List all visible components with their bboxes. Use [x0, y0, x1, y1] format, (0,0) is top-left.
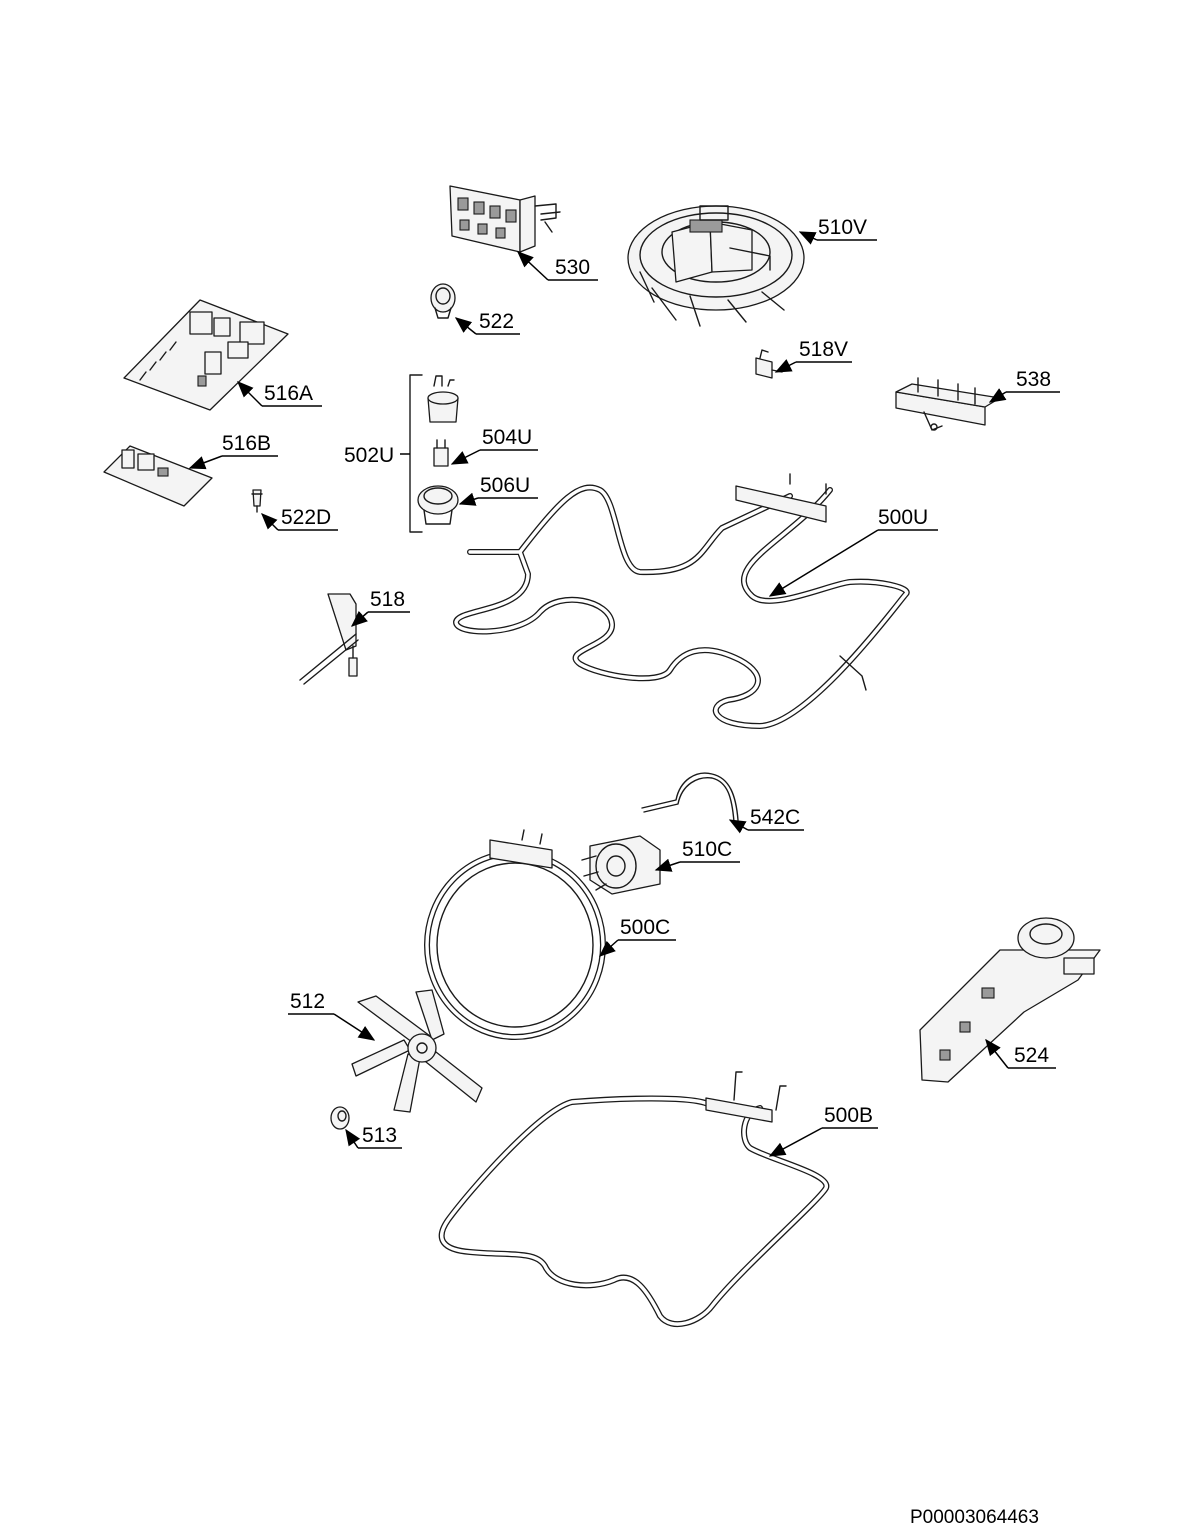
part-506U-lamp-cover: [417, 485, 459, 525]
part-510C-fan-motor: [581, 835, 661, 895]
part-530-terminal-block: [449, 185, 561, 253]
part-513-nut: [330, 1106, 350, 1130]
part-542C-wire-clip: [641, 772, 739, 823]
callout-502U: 502U: [344, 444, 394, 467]
callout-516B: 516B: [222, 432, 271, 455]
callout-500U: 500U: [878, 506, 928, 529]
callout-542C: 542C: [750, 806, 800, 829]
part-500B-bottom-heating-element: [438, 1071, 830, 1328]
part-502U-bracket: [409, 374, 423, 533]
part-524-programmer: [919, 917, 1101, 1083]
callout-530: 530: [555, 256, 590, 279]
callout-516A: 516A: [264, 382, 313, 405]
part-522D-clip: [251, 489, 263, 513]
callout-512: 512: [290, 990, 325, 1013]
callout-522D: 522D: [281, 506, 331, 529]
part-lamp-holder: [427, 375, 459, 423]
part-516A-control-board: [123, 299, 289, 411]
part-518-sensor-probe: [299, 593, 359, 685]
callout-513: 513: [362, 1124, 397, 1147]
callout-524: 524: [1014, 1044, 1049, 1067]
part-516B-control-board: [103, 445, 213, 507]
part-504U-connector: [433, 439, 449, 467]
callout-522: 522: [479, 310, 514, 333]
callout-504U: 504U: [482, 426, 532, 449]
part-522-small-cap: [430, 283, 456, 319]
callout-500C: 500C: [620, 916, 670, 939]
callout-506U: 506U: [480, 474, 530, 497]
callout-510V: 510V: [818, 216, 867, 239]
leader-lines: [188, 231, 1060, 1157]
callout-510C: 510C: [682, 838, 732, 861]
part-518V-thermostat-bracket: [755, 349, 783, 379]
part-500C-circular-heating-element: [424, 829, 606, 1040]
callout-labels: 530 510V 522 518V 516A 538 502U 504U 516…: [222, 216, 1051, 1147]
callout-518V: 518V: [799, 338, 848, 361]
callout-500B: 500B: [824, 1104, 873, 1127]
callout-538: 538: [1016, 368, 1051, 391]
part-512-fan-blade: [351, 989, 483, 1113]
part-538-terminal-strip: [895, 377, 1001, 431]
part-500U-top-heating-element: [453, 473, 910, 729]
part-510V-fan-motor: [627, 205, 805, 327]
callout-518: 518: [370, 588, 405, 611]
document-id: P00003064463: [910, 1507, 1039, 1528]
